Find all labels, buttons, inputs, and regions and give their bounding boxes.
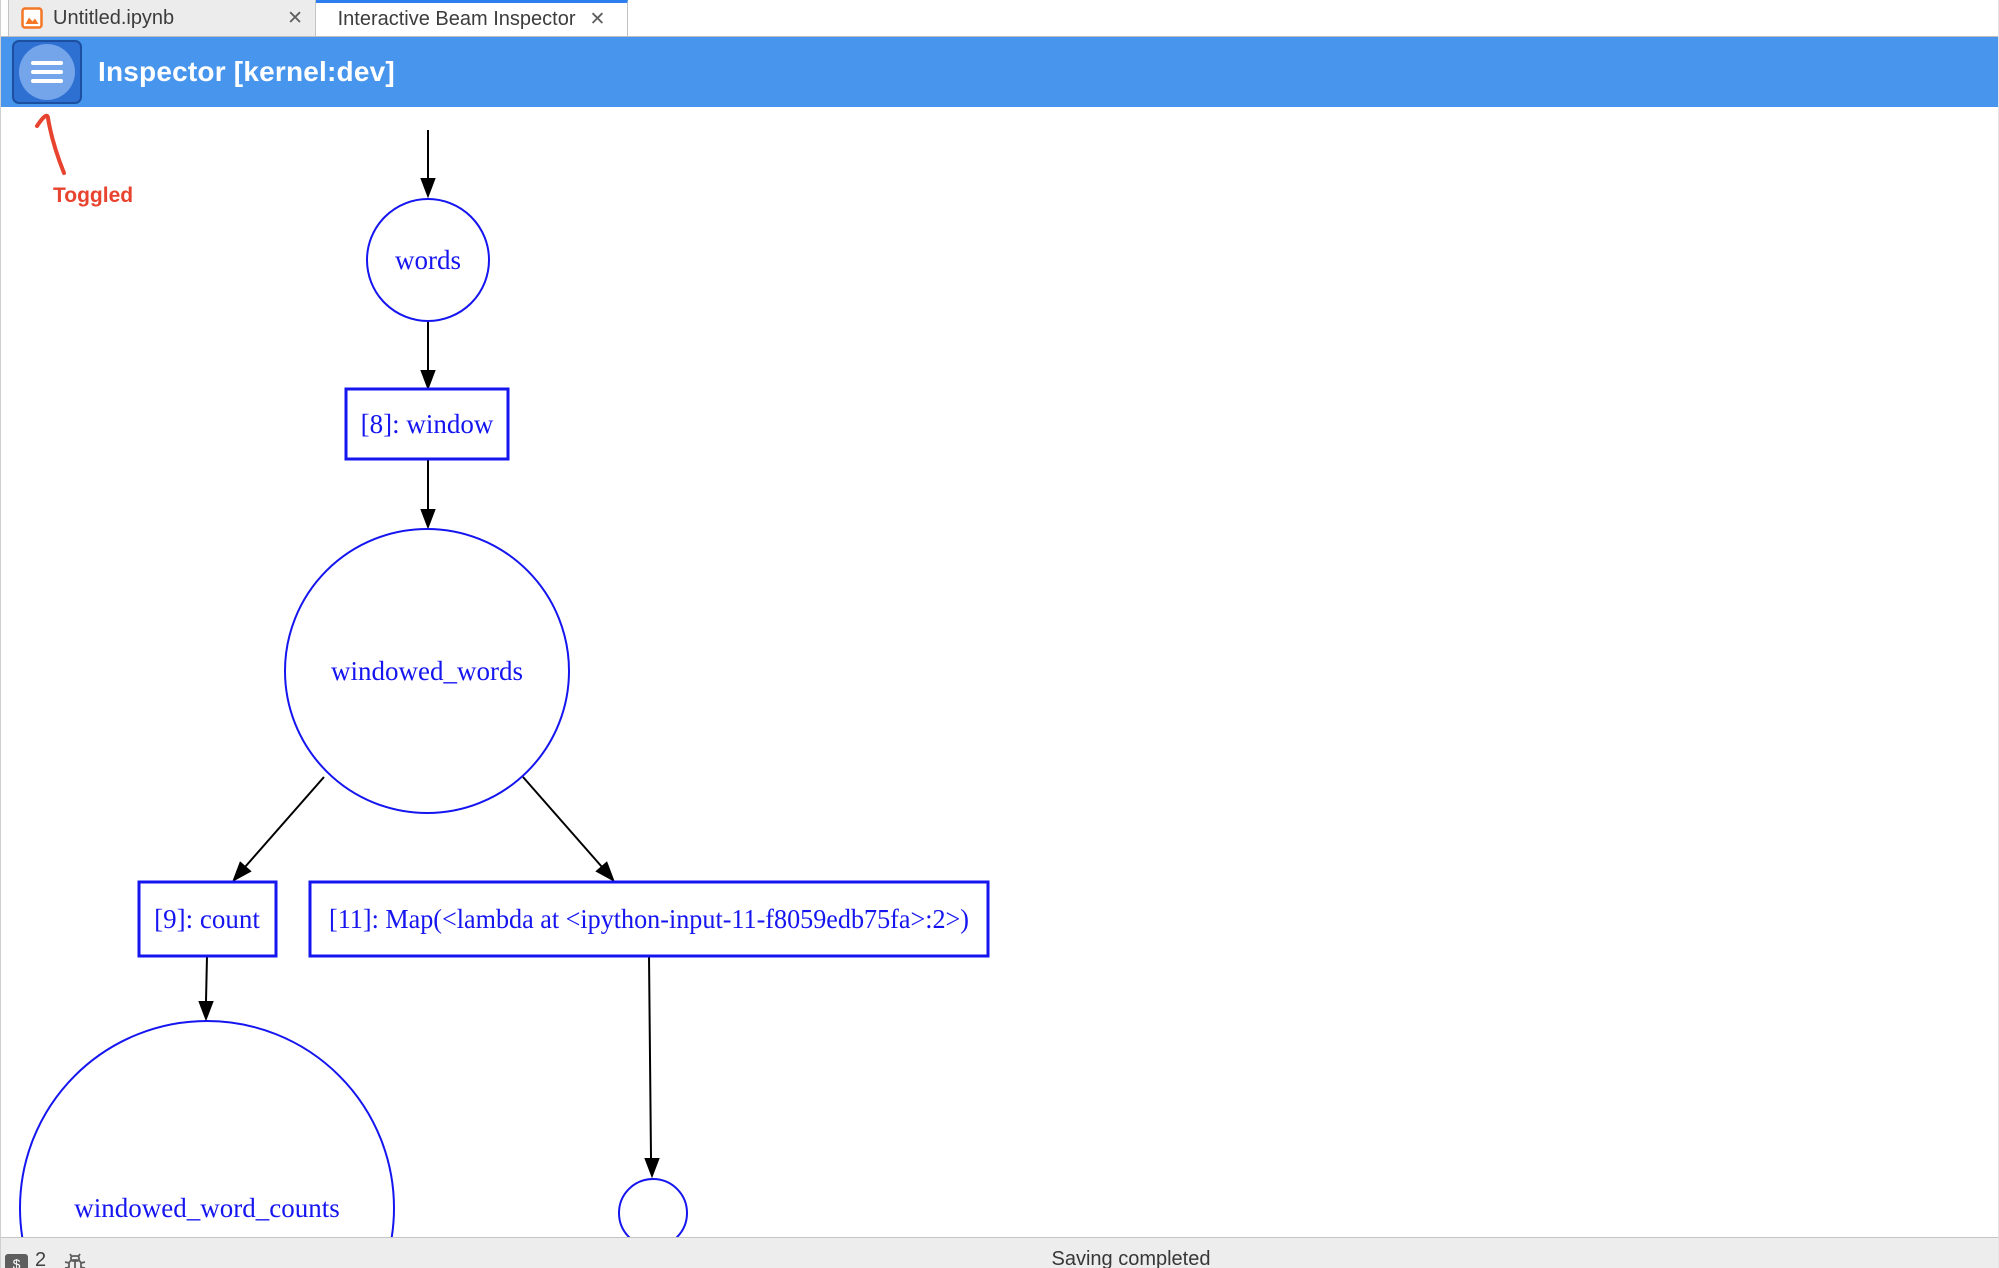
node-label: windowed_word_counts [74,1193,339,1223]
tab-bar: Untitled.ipynb ✕ Interactive Beam Inspec… [1,0,1998,37]
node-count [137,880,278,958]
arrowhead [232,861,252,883]
page-title: Inspector [kernel:dev] [98,56,395,87]
annotation-label: Toggled [53,184,134,207]
status-message: Saving completed [1051,1248,1211,1268]
notebook-icon [21,7,43,29]
close-icon[interactable]: ✕ [287,7,303,29]
tab-untitled-notebook[interactable]: Untitled.ipynb ✕ [8,0,316,36]
node-windowed-word-counts [19,1020,395,1237]
node-label: windowed_words [331,656,523,686]
node-label: [9]: count [154,904,260,934]
edge-windowedwords-count [244,776,325,868]
arrowhead [595,861,615,883]
menu-toggle-button[interactable] [12,40,82,104]
node-unnamed-pcollection [618,1178,688,1237]
arrowhead [420,509,436,530]
status-bar: $ 2 Saving completed [1,1237,1998,1268]
node-words [366,198,490,322]
edge-map-pcoll [648,955,652,1159]
node-window [344,387,510,461]
kernel-count: 2 [35,1249,47,1268]
hamburger-menu-icon [31,61,63,83]
node-map-lambda [308,880,990,958]
terminal-icon[interactable]: $ [5,1254,28,1268]
close-icon[interactable]: ✕ [589,9,606,30]
node-label: words [395,245,461,275]
menu-button-highlight [19,44,75,100]
terminal-glyph: $ [12,1256,21,1268]
edge-count-wordcounts [205,955,208,1002]
arrowhead [420,370,436,391]
inspector-header: Inspector [kernel:dev] [1,37,1998,107]
node-label: [8]: window [361,409,494,439]
pipeline-graph-panel: words [8]: window windowed_words [9]: co… [1,107,1998,1237]
node-label: [11]: Map(<lambda at <ipython-input-11-f… [329,904,969,934]
tab-beam-inspector[interactable]: Interactive Beam Inspector ✕ [316,0,628,36]
edge-windowedwords-map [522,776,603,868]
tab-label: Untitled.ipynb [53,6,175,29]
bug-icon[interactable] [63,1252,87,1268]
tab-label: Interactive Beam Inspector [337,8,576,30]
arrowhead [644,1158,660,1179]
arrowhead [198,1001,214,1022]
annotation-arrow [35,113,66,175]
pipeline-dag: words [8]: window windowed_words [9]: co… [19,130,990,1237]
node-windowed-words [284,528,570,814]
arrowhead [420,178,436,199]
